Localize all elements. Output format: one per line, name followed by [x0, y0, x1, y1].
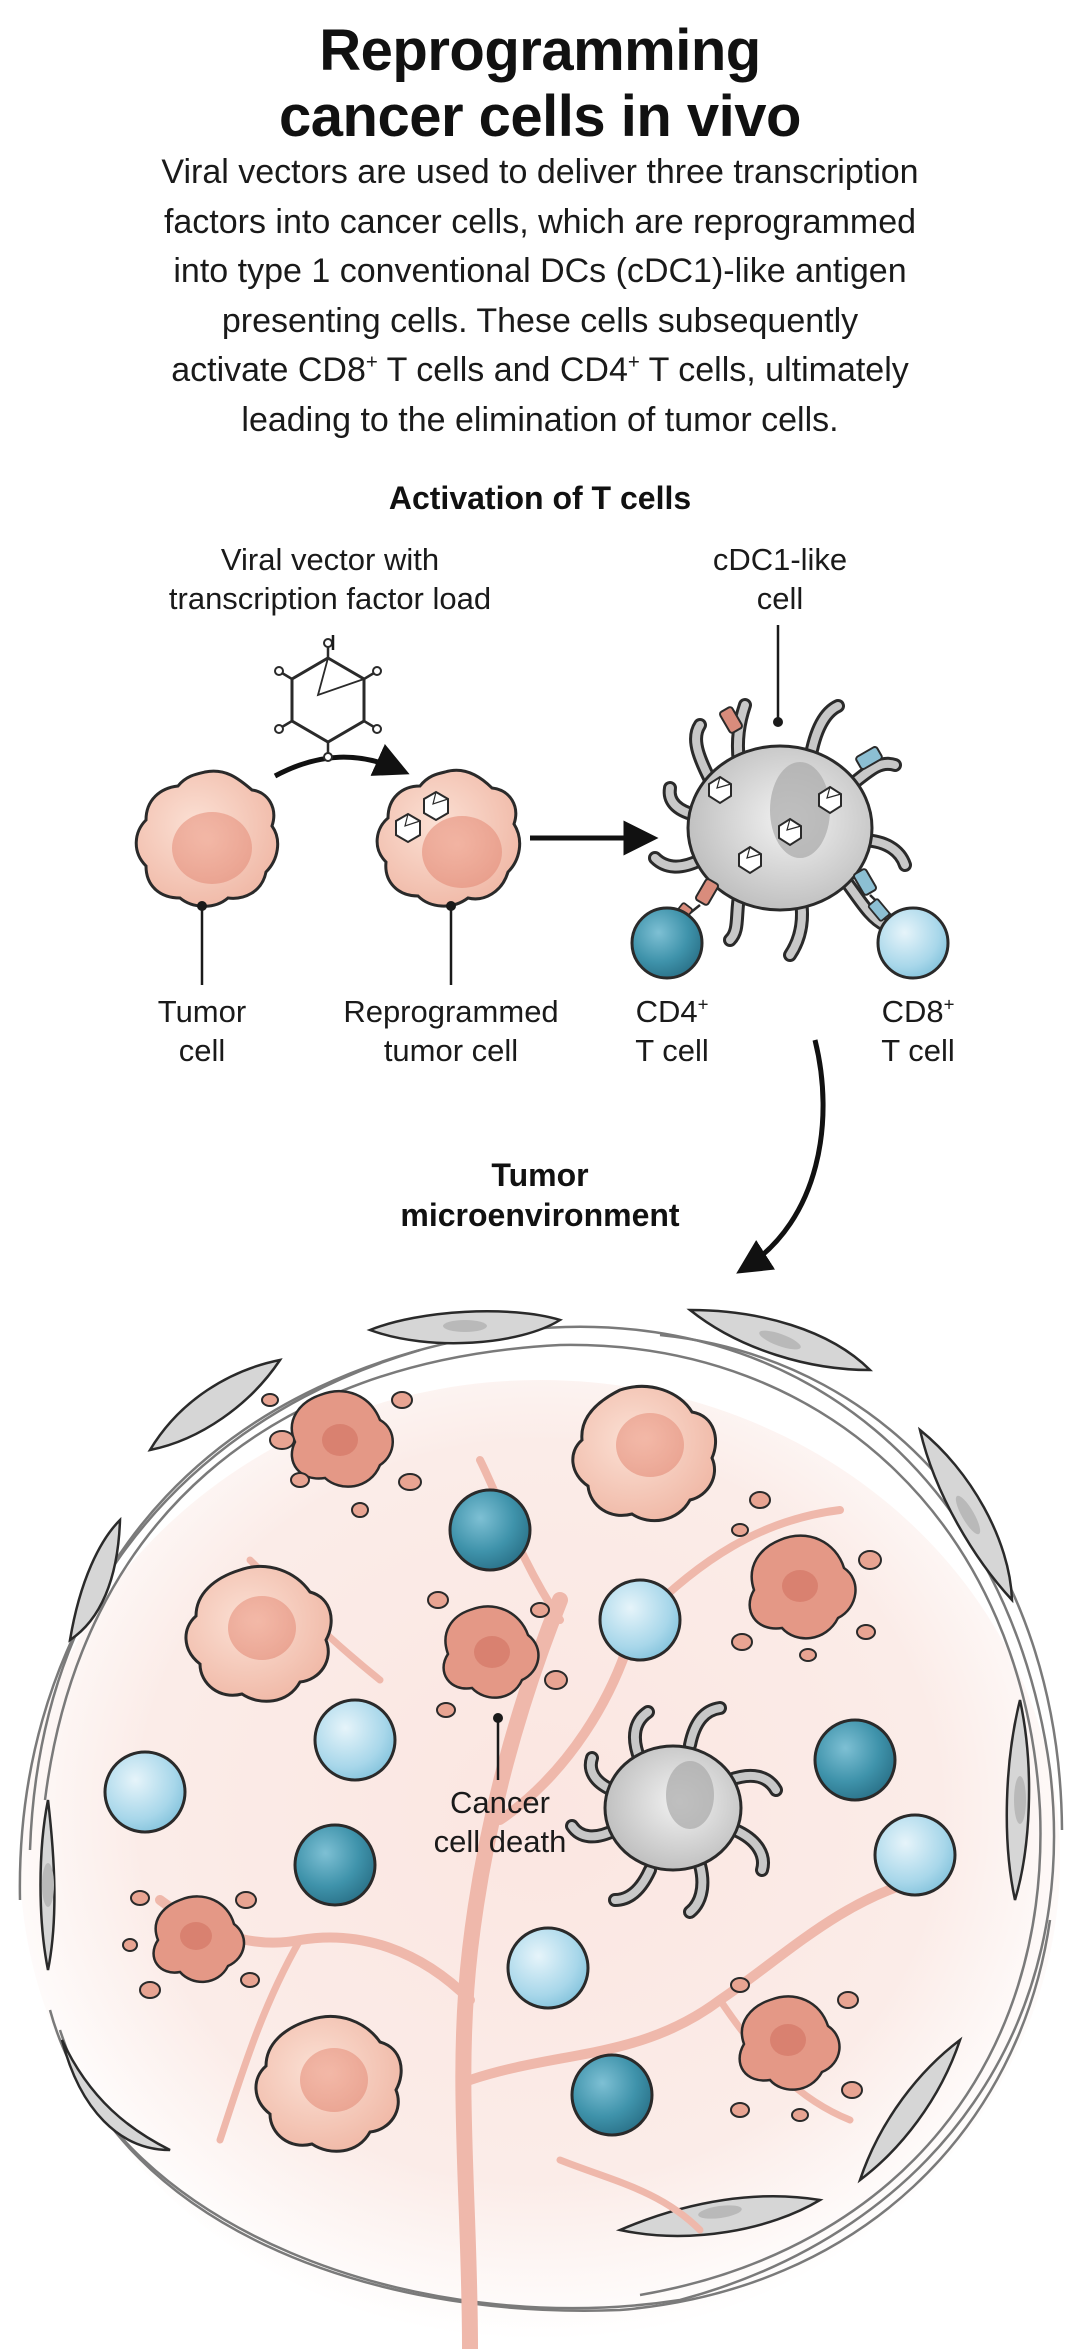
- intro-paragraph: Viral vectors are used to deliver three …: [120, 148, 960, 445]
- cd4-t-cell: [630, 906, 704, 980]
- reprogram-arrow: [273, 743, 410, 779]
- intro-line-5: activate CD8+ T cells and CD4+ T cells, …: [120, 346, 960, 396]
- viral-vector: [274, 638, 382, 762]
- intro-cd4: T cells and CD4: [377, 351, 628, 389]
- cdc1-label: cDC1-like cell: [640, 540, 920, 618]
- cancer-death-label-line-1: Cancer: [450, 1785, 550, 1820]
- cd4-label-line-1: CD4+: [592, 992, 752, 1031]
- tumor-cell-label-line-2: cell: [178, 1033, 226, 1068]
- cdc1-like-cell: [648, 698, 912, 962]
- activation-heading: Activation of T cells: [388, 480, 692, 516]
- cancer-death-label-line-2: cell death: [433, 1824, 567, 1859]
- intro-line-2: factors into cancer cells, which are rep…: [163, 202, 917, 241]
- cd4-label: CD4+ T cell: [592, 992, 752, 1070]
- cd4-label-line-2: T cell: [635, 1033, 709, 1068]
- intro-ultimately: T cells, ultimately: [639, 351, 909, 389]
- cd4-name: CD4: [635, 994, 698, 1029]
- viral-vector-label-line-2: transcription factor load: [168, 581, 492, 616]
- cd8-label: CD8+ T cell: [838, 992, 998, 1070]
- intro-sup-1: +: [365, 351, 378, 374]
- reprogrammed-label-line-1: Reprogrammed: [343, 994, 559, 1029]
- intro-cd8: activate CD8: [171, 351, 366, 389]
- viral-vector-label: Viral vector with transcription factor l…: [130, 540, 530, 618]
- intro-line-3: into type 1 conventional DCs (cDC1)-like…: [173, 252, 907, 290]
- intro-line-1: Viral vectors are used to deliver three …: [161, 153, 919, 191]
- intro-line-4: presenting cells. These cells subsequent…: [221, 301, 859, 340]
- tumor-microenvironment: [18, 1308, 1064, 2349]
- cd8-sup: +: [943, 993, 955, 1015]
- tme-heading-line-1: Tumor: [491, 1157, 589, 1193]
- title-line-1: Reprogramming: [319, 18, 761, 83]
- tme-heading: Tumor microenvironment: [340, 1155, 740, 1235]
- reprogrammed-label-line-2: tumor cell: [383, 1033, 519, 1068]
- tumor-cell-label-line-1: Tumor: [157, 994, 247, 1029]
- cdc1-label-line-1: cDC1-like: [712, 542, 848, 577]
- cd8-label-line-2: T cell: [881, 1033, 955, 1068]
- to-tumor-arrow: [736, 1039, 826, 1274]
- viral-vector-label-line-1: Viral vector with: [220, 542, 440, 577]
- tumor-cell-label: Tumor cell: [102, 992, 302, 1070]
- page-title: Reprogramming cancer cells in vivo: [0, 18, 1080, 150]
- reprogrammed-tumor-cell: [375, 768, 522, 908]
- intro-sup-2: +: [627, 351, 640, 374]
- tumor-cell: [134, 769, 280, 908]
- cd8-label-line-1: CD8+: [838, 992, 998, 1031]
- intro-line-6: leading to the elimination of tumor cell…: [241, 400, 839, 439]
- tme-dendritic-cell: [565, 1701, 783, 1919]
- reprogrammed-label: Reprogrammed tumor cell: [311, 992, 591, 1070]
- cd4-sup: +: [697, 993, 709, 1015]
- tme-heading-line-2: microenvironment: [400, 1197, 680, 1233]
- title-line-2: cancer cells in vivo: [279, 84, 801, 149]
- cdc1-label-line-2: cell: [756, 581, 804, 616]
- cd8-t-cell: [876, 906, 950, 980]
- cd8-name: CD8: [881, 994, 944, 1029]
- cancer-death-label: Cancer cell death: [400, 1783, 600, 1861]
